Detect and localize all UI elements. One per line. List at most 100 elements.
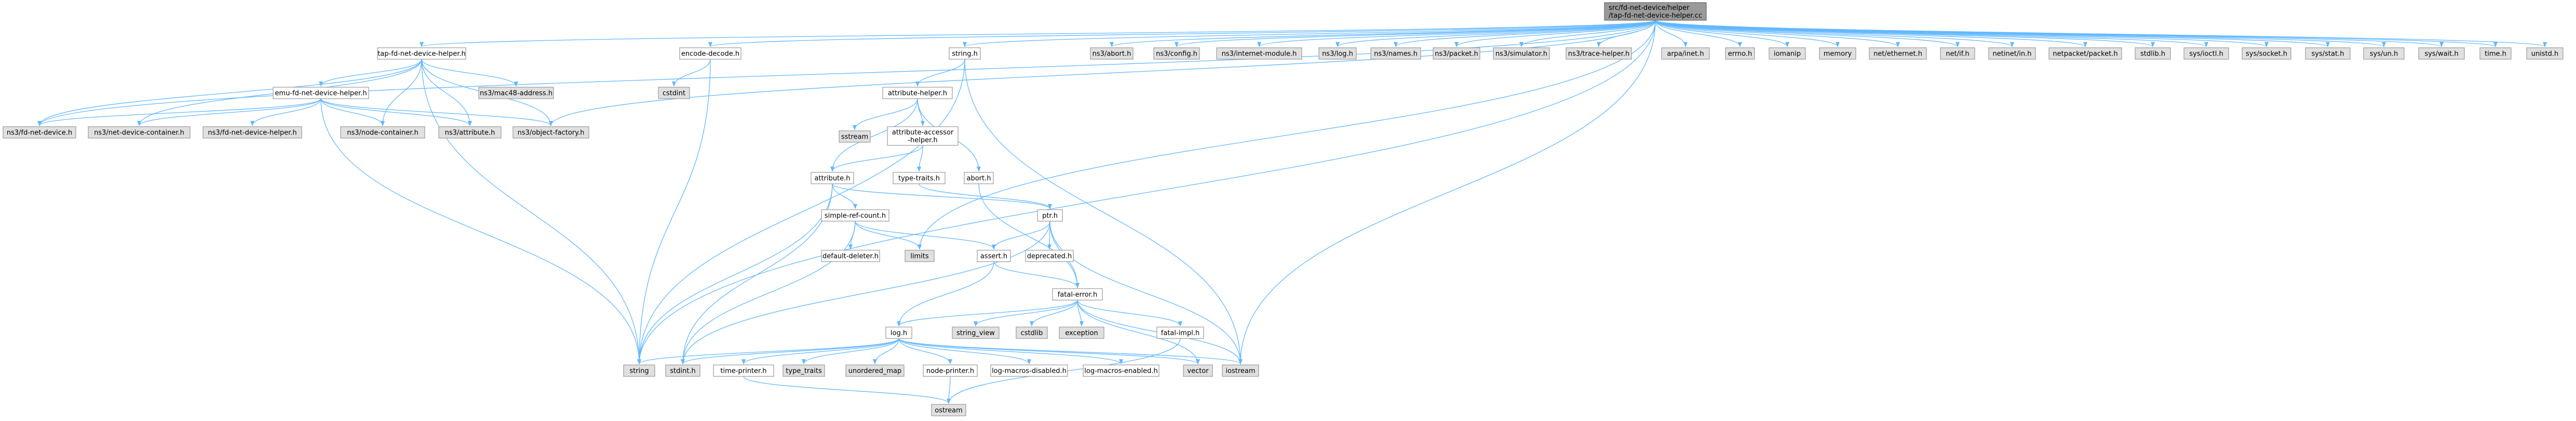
node-log-macros-enabled-h[interactable]: log-macros-enabled.h <box>1083 364 1159 377</box>
node-label: iostream <box>1225 368 1255 375</box>
node-string-h[interactable]: string.h <box>949 47 981 60</box>
edge-src-to-assert <box>855 221 996 250</box>
node-iostream: iostream <box>1222 364 1259 377</box>
edge-root-to-memory <box>1655 20 1840 47</box>
node-label: default-deleter.h <box>822 253 879 261</box>
node-net-ethernet-h: net/ethernet.h <box>1869 47 1927 60</box>
node-box <box>1566 47 1632 60</box>
node-ns3-object-factory-h: ns3/object-factory.h <box>512 126 589 139</box>
edges-layer <box>37 20 2547 404</box>
node-label: sstream <box>841 133 868 141</box>
node-label: ns3/packet.h <box>1435 50 1478 58</box>
node-box <box>1052 288 1103 301</box>
edge-tap-to-mac48 <box>421 59 518 87</box>
node-netpacket-packet-h: netpacket/packet.h <box>2048 47 2122 60</box>
edge-emu-to-nodecont <box>320 98 385 126</box>
node-attribute-h[interactable]: attribute.h <box>811 172 854 184</box>
edge-ptr-to-iostream <box>1049 221 1243 364</box>
node-tap-fd-net-device-helper-h[interactable]: tap-fd-net-device-helper.h <box>377 47 466 60</box>
edge-root-to-string <box>637 20 1656 364</box>
edge-emu-to-string <box>320 98 641 364</box>
edge-ptr-to-assert <box>992 221 1050 250</box>
node-label: log-macros-disabled.h <box>992 368 1067 375</box>
node-label: sys/stat.h <box>2312 50 2344 58</box>
node-fatal-error-h[interactable]: fatal-error.h <box>1052 288 1103 301</box>
node-label: assert.h <box>980 253 1007 261</box>
node-ns3-mac48-address-h: ns3/mac48-address.h <box>478 87 554 99</box>
node-box <box>438 126 502 139</box>
node-label: arpa/inet.h <box>1667 50 1704 58</box>
node-label: net/if.h <box>1946 50 1969 58</box>
node-box <box>839 130 871 143</box>
edge-tap-to-attribute_ns3 <box>421 59 472 126</box>
edge-root-to-iostream <box>1238 20 1656 364</box>
edge-emu-to-fdnd <box>37 98 321 126</box>
node-box <box>1725 47 1755 60</box>
node-simple-ref-count-h[interactable]: simple-ref-count.h <box>821 209 889 222</box>
node-ns3-fd-net-device-helper-h: ns3/fd-net-device-helper.h <box>203 126 302 139</box>
node-box <box>885 327 912 339</box>
node-box <box>990 364 1068 377</box>
node-box <box>964 172 994 184</box>
node-label: netpacket/packet.h <box>2053 50 2118 58</box>
node-box <box>623 364 655 377</box>
node-log-macros-disabled-h[interactable]: log-macros-disabled.h <box>990 364 1068 377</box>
node-attribute-helper-h[interactable]: attribute-helper.h <box>882 87 953 99</box>
node-box <box>512 126 589 139</box>
node-box <box>1016 327 1048 339</box>
edge-fatalerror-to-fatalimpl <box>1077 300 1182 327</box>
edge-root-to-errno <box>1655 20 1742 47</box>
node-box <box>949 47 981 60</box>
node-box <box>1059 327 1104 339</box>
node-emu-fd-net-device-helper-h[interactable]: emu-fd-net-device-helper.h <box>273 87 369 99</box>
node-deprecated-h[interactable]: deprecated.h <box>1025 250 1074 262</box>
edge-emu-to-attribute_ns3 <box>320 98 472 126</box>
edge-logh2-to-iostream <box>898 338 1243 364</box>
node-log-h[interactable]: log.h <box>885 327 912 339</box>
node-fatal-impl-h[interactable]: fatal-impl.h <box>1156 327 1204 339</box>
node-box <box>377 47 466 60</box>
edge-root-to-netinet <box>1655 20 2014 47</box>
edge-logh2-to-unordered_map <box>873 338 899 364</box>
node-box <box>1083 364 1159 377</box>
edge-root-to-config <box>1175 20 1656 47</box>
edge-root-to-objfactory <box>549 20 1656 126</box>
edge-attrh-to-src <box>832 183 857 209</box>
node-label: string.h <box>952 50 978 58</box>
node-label: cstdint <box>663 90 685 98</box>
node-label: errno.h <box>1728 50 1752 58</box>
node-box <box>887 126 959 146</box>
node-label: net/ethernet.h <box>1873 50 1922 58</box>
node-label: emu-fd-net-device-helper.h <box>275 90 367 98</box>
node-box <box>665 364 700 377</box>
node-vector: vector <box>1183 364 1213 377</box>
node-box <box>1988 47 2036 60</box>
edge-root-to-netpacket <box>1655 20 2087 47</box>
node-label: ns3/log.h <box>1322 50 1353 58</box>
node-encode-decode-h[interactable]: encode-decode.h <box>679 47 741 60</box>
node-box <box>821 209 889 222</box>
node-abort-h[interactable]: abort.h <box>964 172 994 184</box>
node-box <box>2305 47 2351 60</box>
node-default-deleter-h[interactable]: default-deleter.h <box>821 250 880 262</box>
node-limits: limits <box>905 250 935 262</box>
node-label: fatal-error.h <box>1058 291 1098 299</box>
node-assert-h[interactable]: assert.h <box>977 250 1011 262</box>
node-label: string_view <box>956 330 995 337</box>
node-attribute-accessor-helper-h[interactable]: attribute-accessor-helper.h <box>887 126 959 146</box>
node-box <box>931 404 966 416</box>
edge-aah-to-attrh <box>830 145 923 172</box>
node-label: time.h <box>2485 50 2506 58</box>
node-sstream: sstream <box>839 130 871 143</box>
node-time-printer-h[interactable]: time-printer.h <box>713 364 774 377</box>
edge-attrh-to-ptr <box>832 183 1052 209</box>
node-ptr-h[interactable]: ptr.h <box>1037 209 1063 222</box>
node-box <box>658 87 690 99</box>
node-src-fd-net-device-helper-tap-fd-net-device-helper-cc[interactable]: src/fd-net-device/helper/tap-fd-net-devi… <box>1604 2 1707 21</box>
node-ns3-config-h: ns3/config.h <box>1153 47 1200 60</box>
node-node-printer-h[interactable]: node-printer.h <box>923 364 978 377</box>
node-label: attribute.h <box>814 175 850 183</box>
node-type-traits-h[interactable]: type-traits.h <box>893 172 946 184</box>
node-arpa-inet-h: arpa/inet.h <box>1661 47 1710 60</box>
node-ns3-node-container-h: ns3/node-container.h <box>340 126 425 139</box>
